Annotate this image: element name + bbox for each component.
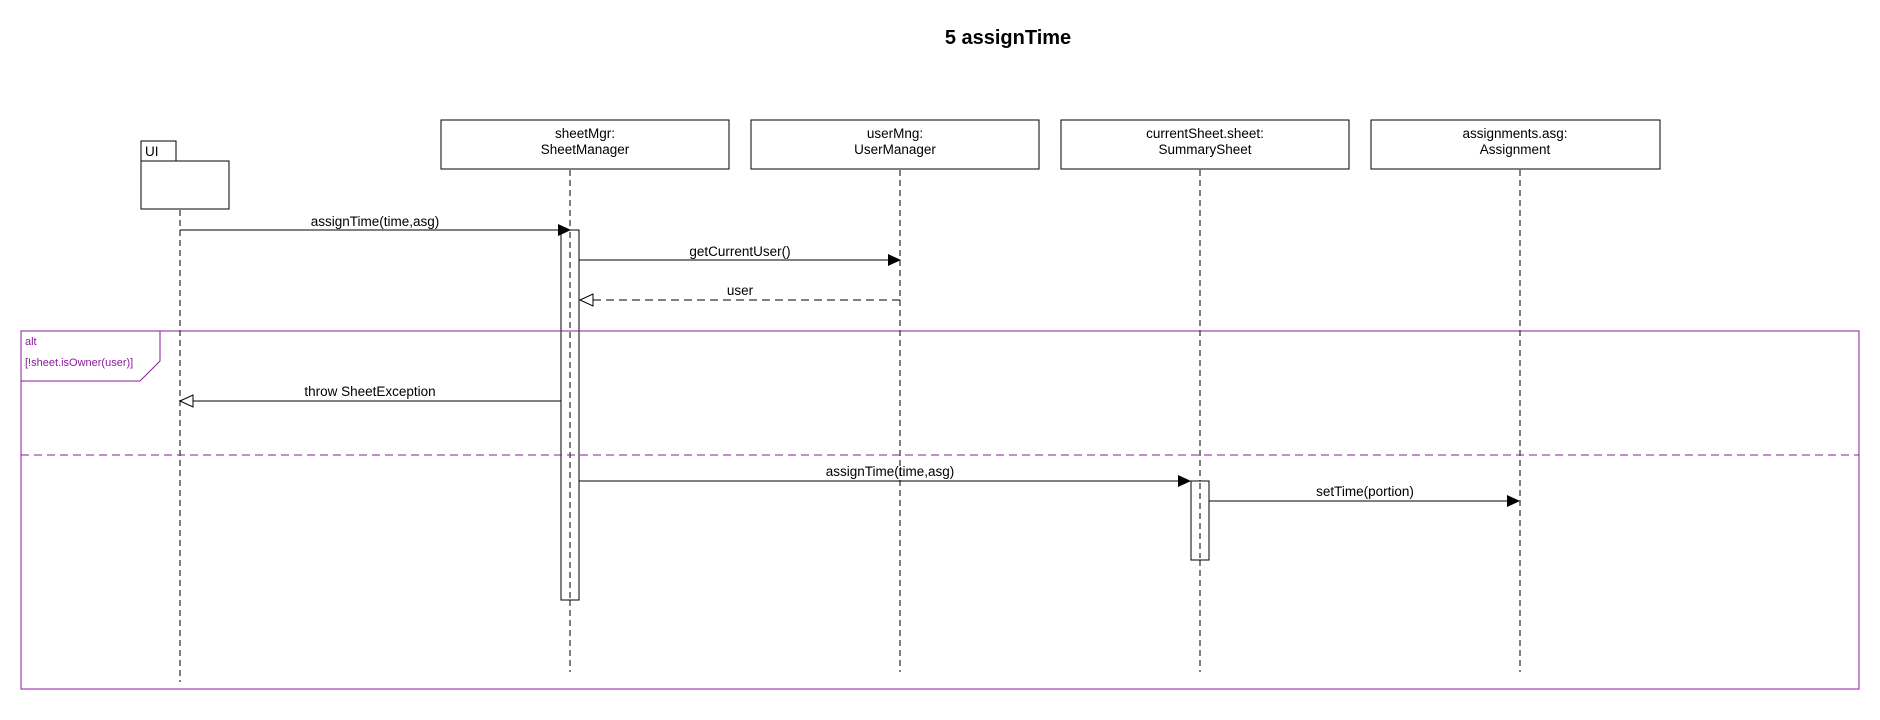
arrowhead-open (178, 394, 194, 408)
message-label: assignTime(time,asg) (826, 464, 955, 479)
participant-line1: currentSheet.sheet: (1146, 126, 1264, 141)
arrowhead-filled (1507, 495, 1520, 507)
message-label: setTime(portion) (1316, 484, 1414, 499)
message-set-time: setTime(portion) (1209, 484, 1520, 507)
message-label: getCurrentUser() (689, 244, 790, 259)
participant-summary-sheet: currentSheet.sheet: SummarySheet (1060, 119, 1350, 170)
participant-line2: UserManager (854, 142, 936, 157)
message-return-user: user (578, 283, 900, 307)
alt-guard: [!sheet.isOwner(user)] (25, 357, 133, 369)
alt-operator: alt (25, 336, 37, 348)
message-get-current-user: getCurrentUser() (579, 244, 901, 266)
arrowhead-filled (888, 254, 901, 266)
message-throw-exception: throw SheetException (178, 384, 561, 408)
participant-line1: userMng: (867, 126, 923, 141)
arrowhead-open (578, 293, 594, 307)
participant-line2: Assignment (1480, 142, 1551, 157)
participant-line1: assignments.asg: (1462, 126, 1567, 141)
arrowhead-filled (1178, 475, 1191, 487)
message-assign-time-sheet: assignTime(time,asg) (579, 464, 1191, 487)
diagram-title: 5 assignTime (945, 27, 1071, 49)
package-body (140, 160, 230, 210)
alt-pentagon (21, 331, 161, 382)
participant-user-manager: userMng: UserManager (750, 119, 1040, 170)
participant-ui: UI (140, 140, 230, 210)
message-label: assignTime(time,asg) (311, 214, 440, 229)
participant-line1: sheetMgr: (555, 126, 615, 141)
participant-sheet-manager: sheetMgr: SheetManager (440, 119, 730, 170)
participant-line2: SheetManager (541, 142, 630, 157)
alt-fragment (20, 330, 1860, 690)
participant-assignment: assignments.asg: Assignment (1370, 119, 1661, 170)
message-label: user (727, 283, 754, 298)
arrowhead-filled (558, 224, 571, 236)
message-label: throw SheetException (304, 384, 435, 399)
participant-line2: SummarySheet (1158, 142, 1251, 157)
activation-summary-sheet (1190, 480, 1210, 561)
alt-frame (20, 330, 1860, 690)
message-assign-time: assignTime(time,asg) (180, 214, 571, 236)
participant-ui-label: UI (145, 144, 159, 159)
